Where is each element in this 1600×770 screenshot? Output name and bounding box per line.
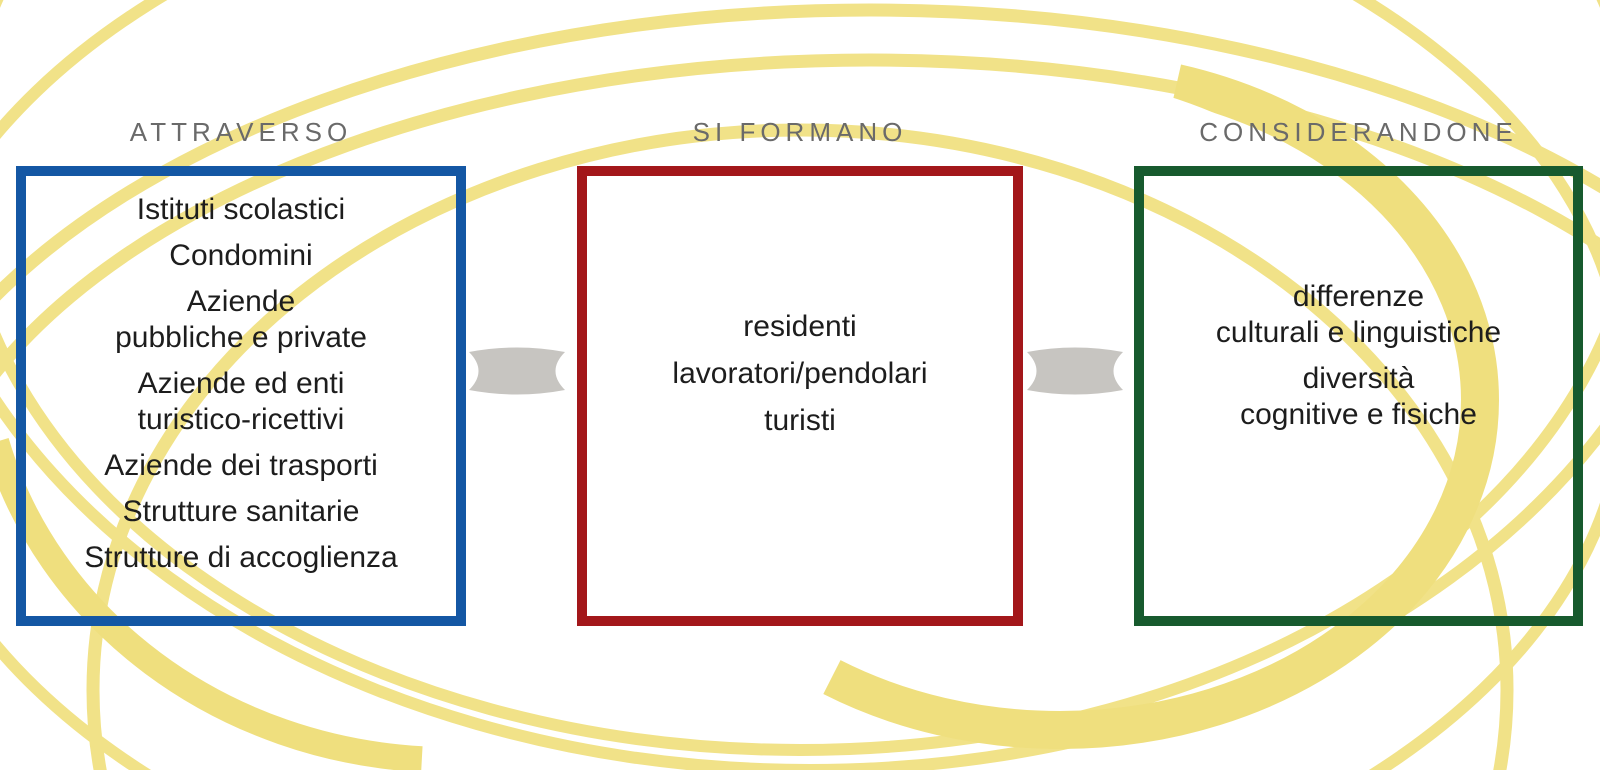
connector-shape xyxy=(469,347,565,395)
box-considerandone: differenze culturali e linguistiche dive… xyxy=(1134,166,1583,626)
list-item: lavoratori/pendolari xyxy=(672,356,928,390)
box-si-formano-content: residenti lavoratori/pendolari turisti xyxy=(587,176,1013,616)
list-item: Strutture di accoglienza xyxy=(84,541,398,574)
list-item: Aziende ed enti turistico-ricettivi xyxy=(137,367,345,436)
heading-considerandone: CONSIDERANDONE xyxy=(1199,116,1518,147)
arc-inner-top xyxy=(86,123,1514,770)
list-item: residenti xyxy=(743,309,857,343)
list-item: Aziende pubbliche e private xyxy=(115,285,367,354)
box-attraverso: Istituti scolastici Condomini Aziende pu… xyxy=(16,166,466,626)
list-item: differenze culturali e linguistiche xyxy=(1215,280,1502,349)
connector-shape xyxy=(1027,347,1123,395)
list-item: Aziende dei trasporti xyxy=(104,449,378,482)
box-attraverso-content: Istituti scolastici Condomini Aziende pu… xyxy=(26,176,456,616)
arc-outer-top-2 xyxy=(0,53,1600,378)
heading-si-formano: SI FORMANO xyxy=(692,116,908,147)
list-item: turisti xyxy=(764,403,836,437)
flow-connector-right xyxy=(1027,347,1123,395)
box-si-formano: residenti lavoratori/pendolari turisti xyxy=(577,166,1023,626)
list-item: Condomini xyxy=(169,239,313,272)
list-item: diversità cognitive e fisiche xyxy=(1240,362,1477,431)
heading-attraverso: ATTRAVERSO xyxy=(129,116,353,147)
arc-thick-ring-right xyxy=(621,51,1499,749)
box-considerandone-content: differenze culturali e linguistiche dive… xyxy=(1144,176,1573,616)
list-item: Strutture sanitarie xyxy=(122,495,360,528)
arc-outer-top-1 xyxy=(0,3,1600,301)
list-item: Istituti scolastici xyxy=(136,193,346,226)
flow-connector-left xyxy=(469,347,565,395)
